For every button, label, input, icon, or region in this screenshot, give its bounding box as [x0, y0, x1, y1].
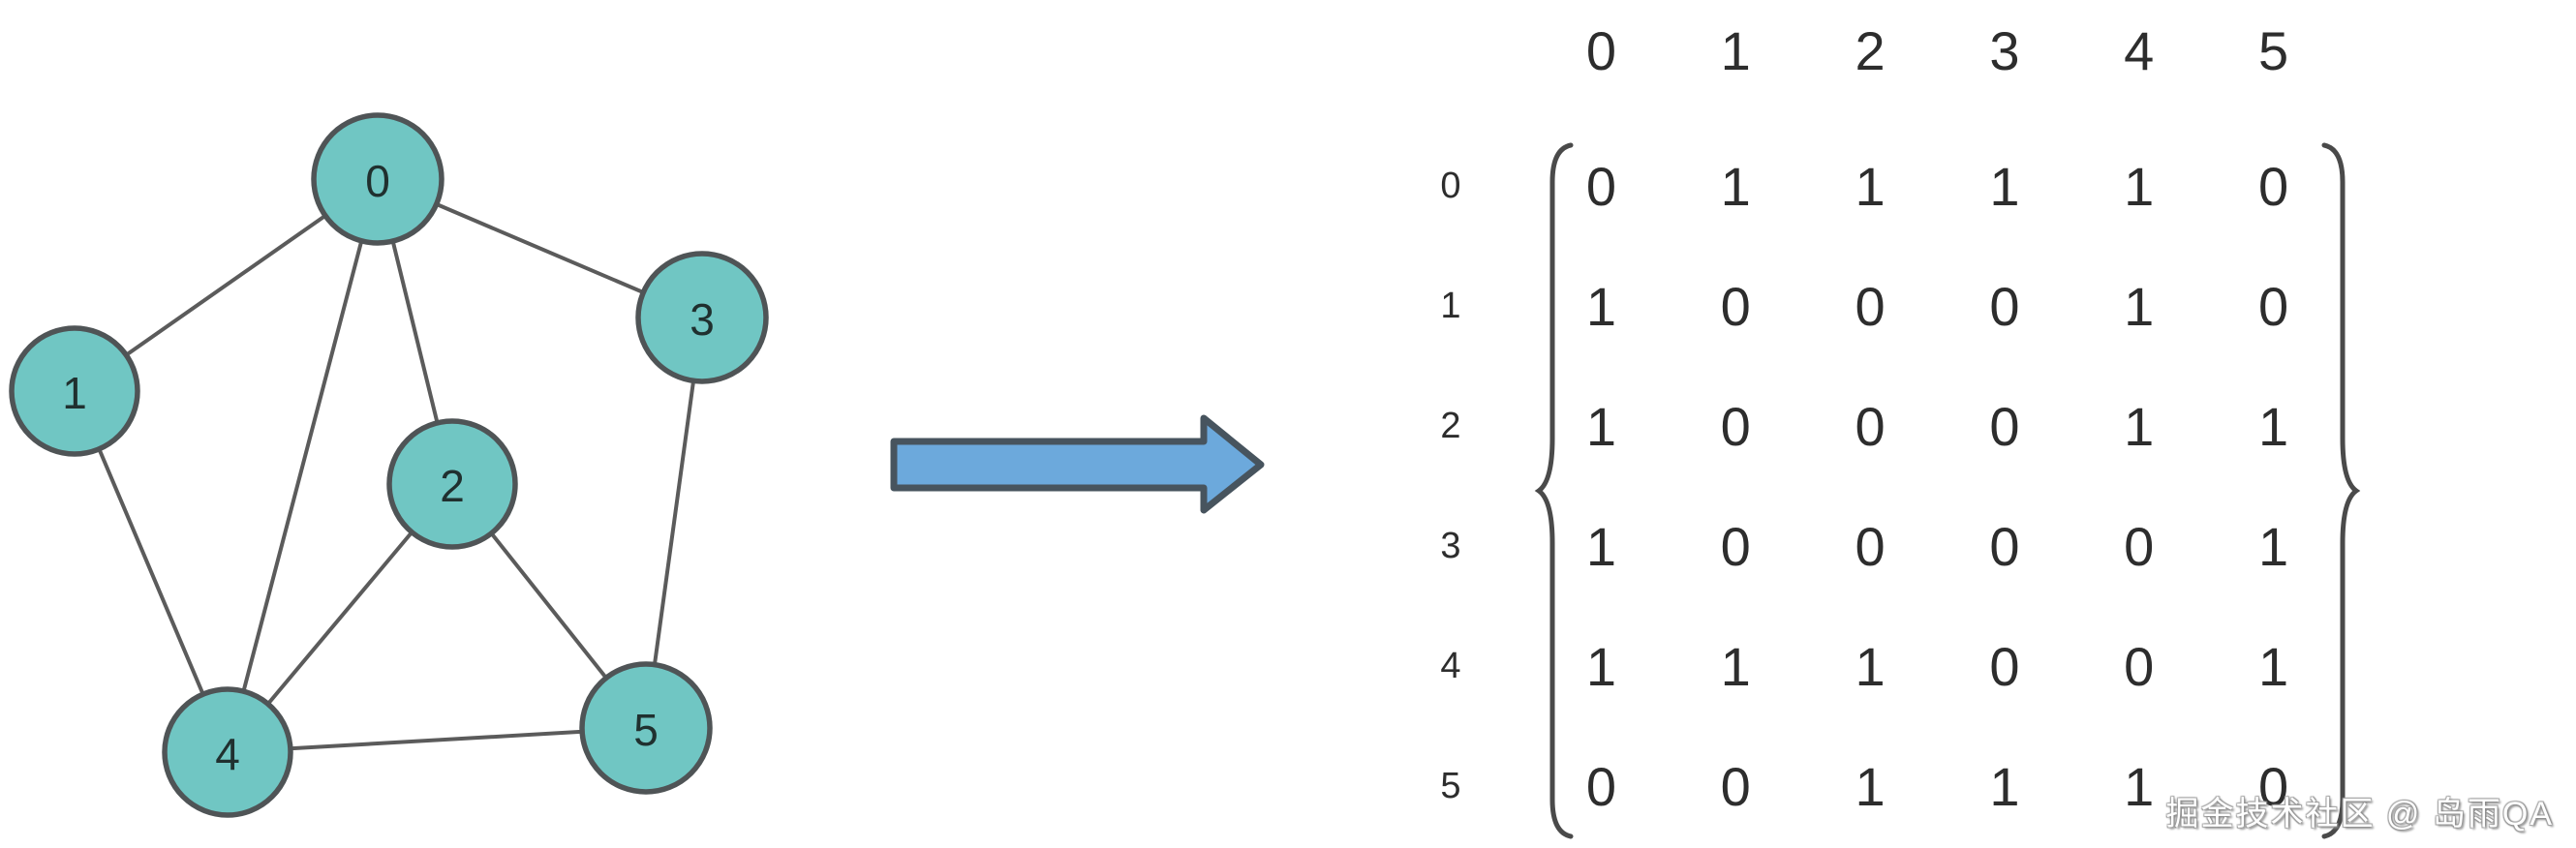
matrix-cell-1-1: 0 [1720, 275, 1751, 337]
matrix-col-header-0: 0 [1585, 19, 1616, 81]
matrix-cell-0-3: 1 [1989, 155, 2020, 217]
matrix-cell-3-3: 0 [1989, 516, 2020, 578]
matrix-cell-4-4: 0 [2124, 636, 2155, 698]
matrix-cell-1-2: 0 [1855, 275, 1886, 337]
matrix-cell-3-1: 0 [1720, 516, 1751, 578]
matrix-col-header-1: 1 [1720, 19, 1751, 81]
graph-node-circle-5 [579, 661, 713, 795]
matrix-cell-4-3: 0 [1989, 636, 2020, 698]
graph-edge-0-4 [226, 178, 380, 753]
adjacency-matrix: 0 1 1 1 1 0 1 0 0 0 1 0 1 0 0 0 1 1 1 0 0 0 0 1 1 1 1 0 0 1 0 0 1 1 1 0 [1534, 126, 2341, 847]
graph-node-circle-1 [9, 325, 140, 457]
graph-node-1: 1 [9, 325, 140, 457]
matrix-col-header-5: 5 [2257, 19, 2289, 81]
graph-node-label-1: 1 [62, 368, 87, 418]
matrix-cell-5-0: 0 [1585, 756, 1616, 818]
matrix-cell-3-2: 0 [1855, 516, 1886, 578]
matrix-right-brace-icon [2321, 142, 2361, 839]
graph-node-circle-4 [162, 686, 293, 818]
matrix-cell-2-4: 1 [2124, 395, 2155, 457]
matrix-cell-5-2: 1 [1855, 756, 1886, 818]
matrix-cell-4-5: 1 [2257, 636, 2289, 698]
matrix-cell-4-0: 1 [1585, 636, 1616, 698]
matrix-row-label-2: 2 [1440, 405, 1461, 446]
matrix-row-label-1: 1 [1440, 285, 1461, 326]
matrix-left-brace-icon [1534, 142, 1574, 839]
matrix-cell-1-3: 0 [1989, 275, 2020, 337]
matrix-cell-3-0: 1 [1585, 516, 1616, 578]
matrix-row-label-5: 5 [1440, 766, 1461, 807]
graph-node-label-2: 2 [440, 461, 465, 511]
matrix-cell-0-0: 0 [1585, 155, 1616, 217]
graph-node-circle-3 [635, 251, 769, 384]
matrix-cell-2-1: 0 [1720, 395, 1751, 457]
graph-node-5: 5 [579, 661, 713, 795]
graph-nodes: 0 1 2 3 4 5 [9, 112, 769, 818]
graph-edge-3-5 [644, 317, 704, 729]
matrix-cell-0-1: 1 [1720, 155, 1751, 217]
matrix-cell-5-4: 1 [2124, 756, 2155, 818]
matrix-cell-1-5: 0 [2257, 275, 2289, 337]
matrix-col-header-4: 4 [2124, 19, 2155, 81]
graph-node-label-0: 0 [365, 156, 390, 206]
matrix-cell-2-2: 0 [1855, 395, 1886, 457]
matrix-cell-3-5: 1 [2257, 516, 2289, 578]
matrix-cell-1-0: 1 [1585, 275, 1616, 337]
matrix-col-header-3: 3 [1989, 19, 2020, 81]
matrix-cell-2-5: 1 [2257, 395, 2289, 457]
graph-node-0: 0 [311, 112, 445, 246]
graph-edges [73, 177, 704, 754]
matrix-cell-0-4: 1 [2124, 155, 2155, 217]
matrix-cell-3-4: 0 [2124, 516, 2155, 578]
matrix-cell-0-2: 1 [1855, 155, 1886, 217]
matrix-row-label-0: 0 [1440, 165, 1461, 206]
graph-node-3: 3 [635, 251, 769, 384]
matrix-cell-4-1: 1 [1720, 636, 1751, 698]
matrix-row-label-4: 4 [1440, 646, 1461, 687]
graph-node-label-3: 3 [690, 294, 715, 345]
matrix-row-labels: 0 1 2 3 4 5 [1412, 126, 1489, 847]
matrix-cell-5-3: 1 [1989, 756, 2020, 818]
matrix-cell-0-5: 0 [2257, 155, 2289, 217]
graph-node-label-4: 4 [215, 729, 240, 779]
graph-node-circle-2 [386, 418, 518, 550]
matrix-row-label-3: 3 [1440, 526, 1461, 567]
matrix-cell-2-3: 0 [1989, 395, 2020, 457]
graph-node-4: 4 [162, 686, 293, 818]
matrix-cell-5-5: 0 [2257, 756, 2289, 818]
graph-node-label-5: 5 [633, 705, 659, 755]
matrix-cell-1-4: 1 [2124, 275, 2155, 337]
matrix-cell-4-2: 1 [1855, 636, 1886, 698]
graph-node-2: 2 [386, 418, 518, 550]
matrix-cell-5-1: 0 [1720, 756, 1751, 818]
matrix-cell-2-0: 1 [1585, 395, 1616, 457]
matrix-col-header-2: 2 [1855, 19, 1886, 81]
watermark: 掘金技术社区 @ 岛雨QA [2165, 796, 2554, 833]
matrix-column-headers: 0 1 2 3 4 5 [1534, 0, 2341, 101]
right-arrow-icon [890, 414, 1265, 514]
graph-edge-4-5 [227, 726, 647, 754]
graph-node-circle-0 [311, 112, 445, 246]
